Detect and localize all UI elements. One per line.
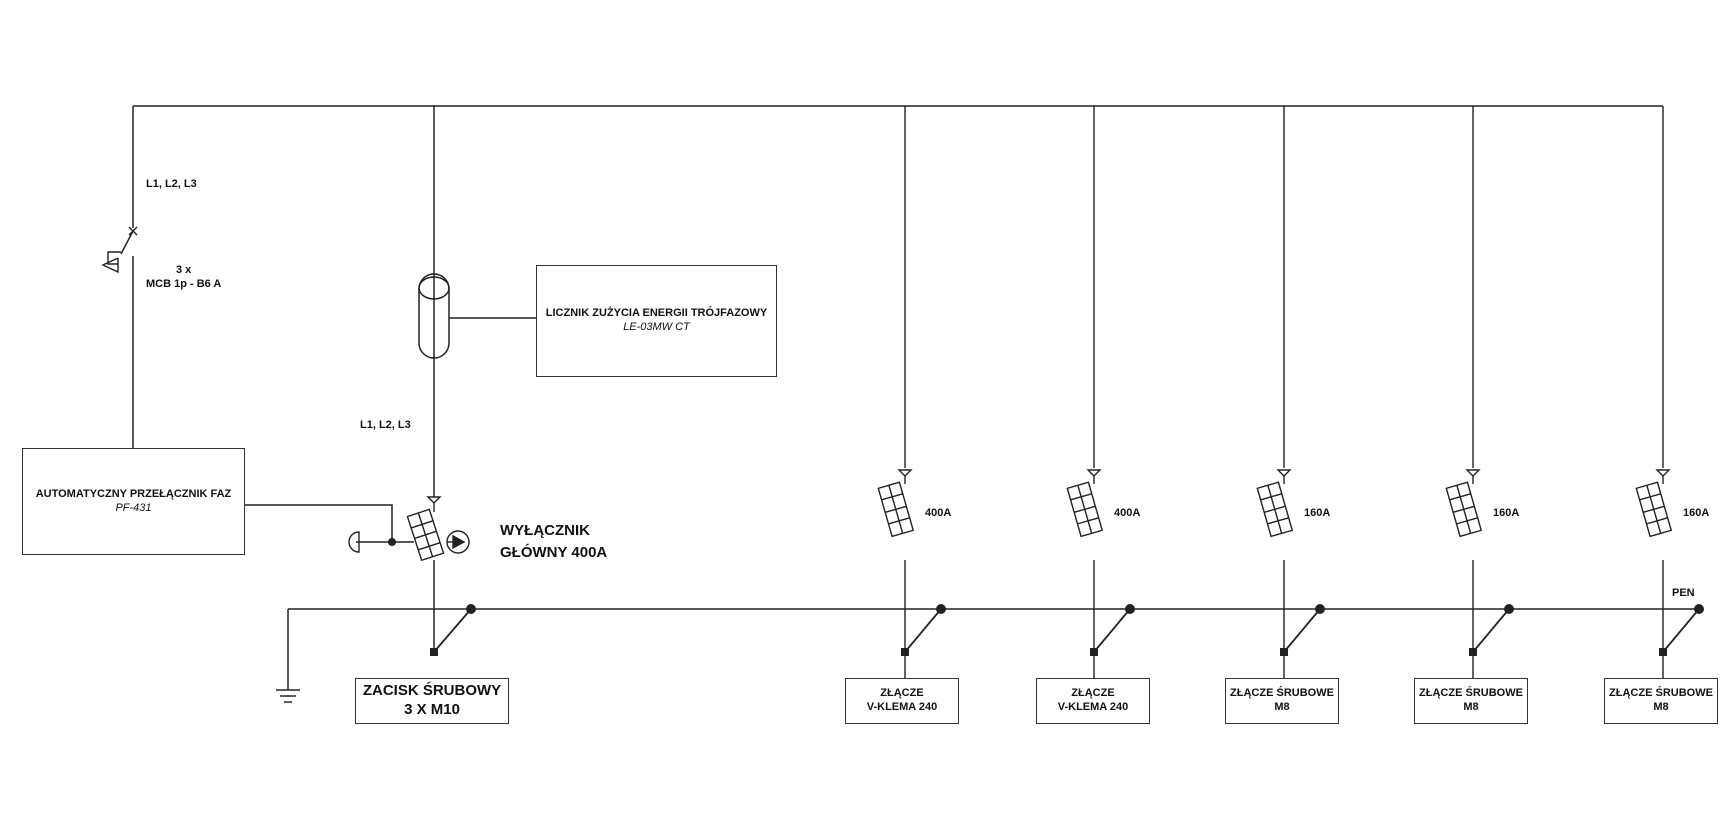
feeder-terminal <box>1465 469 1481 477</box>
fuse-rating-label: 400A <box>1114 507 1141 519</box>
mcb-type-label: MCB 1p - B6 A <box>146 278 222 290</box>
connector-line1: ZŁĄCZE ŚRUBOWE <box>1609 687 1713 700</box>
fuse-rating-label: 160A <box>1493 507 1520 519</box>
pen-link <box>1093 608 1131 653</box>
phase-switch-control-wire <box>245 504 393 542</box>
main-clamp-box: ZACISK ŚRUBOWY 3 X M10 <box>355 678 509 724</box>
push-button-icon <box>348 531 360 553</box>
fuse-switch-symbol <box>1066 481 1104 538</box>
connector-line1: ZŁĄCZE <box>880 687 924 700</box>
feeder-terminal <box>1086 469 1102 477</box>
pen-label: PEN <box>1672 587 1695 599</box>
connector-line1: ZŁĄCZE <box>1071 687 1115 700</box>
feeder-terminal <box>1276 469 1292 477</box>
main-switch-label-line2: GŁÓWNY 400A <box>500 544 608 561</box>
meter-title: LICZNIK ZUŻYCIA ENERGII TRÓJFAZOWY <box>545 307 768 320</box>
junction-dot <box>430 648 438 656</box>
connector-line2: M8 <box>1463 701 1479 713</box>
connector-line2: M8 <box>1653 701 1669 713</box>
feeder-1 <box>877 106 946 678</box>
current-transformer-icon <box>418 273 450 359</box>
connector-line1: ZŁĄCZE ŚRUBOWE <box>1419 687 1523 700</box>
ground-symbol <box>276 689 300 703</box>
fuse-rating-label: 160A <box>1683 507 1710 519</box>
junction-dot <box>901 648 909 656</box>
mcb-switch-blade <box>120 230 134 255</box>
fuse-rating-label: 400A <box>925 507 952 519</box>
pen-link <box>1662 608 1700 653</box>
pen-link <box>1283 608 1321 653</box>
junction-dot <box>936 604 946 614</box>
connector-line2: M8 <box>1274 701 1290 713</box>
junction-dot <box>1504 604 1514 614</box>
junction-dot <box>1694 604 1704 614</box>
feeder-3 <box>1256 106 1325 678</box>
feeder-terminal <box>897 469 913 477</box>
main-clamp-line1: ZACISK ŚRUBOWY <box>362 682 502 700</box>
main-switch-label-line1: WYŁĄCZNIK <box>500 522 590 539</box>
junction-dot <box>1659 648 1667 656</box>
connector-line1: ZŁĄCZE ŚRUBOWE <box>1230 687 1334 700</box>
junction-dot <box>1090 648 1098 656</box>
feeder-4 <box>1445 106 1514 678</box>
junction-dot <box>388 538 396 546</box>
junction-dot <box>1125 604 1135 614</box>
main-clamp-line2: 3 X M10 <box>404 701 460 718</box>
energy-meter-box: LICZNIK ZUŻYCIA ENERGII TRÓJFAZOWY LE-03… <box>536 265 777 377</box>
fuse-switch-symbol <box>1445 481 1483 538</box>
phase-switch-title: AUTOMATYCZNY PRZEŁĄCZNIK FAZ <box>35 487 232 500</box>
junction-dot <box>1469 648 1477 656</box>
fuse-rating-label: 160A <box>1304 507 1331 519</box>
fuse-switch-symbol <box>1256 481 1294 538</box>
mcb-breaker-symbol <box>101 226 138 274</box>
feeder-5 <box>1635 106 1704 678</box>
phase-switch-box: AUTOMATYCZNY PRZEŁĄCZNIK FAZ PF-431 <box>22 448 245 555</box>
phase-switch-model: PF-431 <box>115 501 152 514</box>
pen-link <box>1472 608 1510 653</box>
connector-line2: V-KLEMA 240 <box>866 701 938 713</box>
junction-dot <box>466 604 476 614</box>
fuse-switch-symbol <box>877 481 915 538</box>
main-clamp-switch <box>433 608 472 653</box>
meter-model: LE-03MW CT <box>623 321 690 333</box>
mcb-count-label: 3 x <box>176 264 192 276</box>
feeder-2 <box>1066 106 1135 678</box>
main-switch-symbol <box>348 496 470 562</box>
junction-dot <box>1315 604 1325 614</box>
main-phase-label: L1, L2, L3 <box>360 419 411 431</box>
junction-dot <box>1280 648 1288 656</box>
feeder-terminal <box>1655 469 1671 477</box>
pen-link <box>904 608 942 653</box>
mcb-phase-label: L1, L2, L3 <box>146 178 197 190</box>
fuse-switch-symbol <box>1635 481 1673 538</box>
feeder-group <box>877 106 1704 678</box>
connector-line2: V-KLEMA 240 <box>1057 701 1129 713</box>
